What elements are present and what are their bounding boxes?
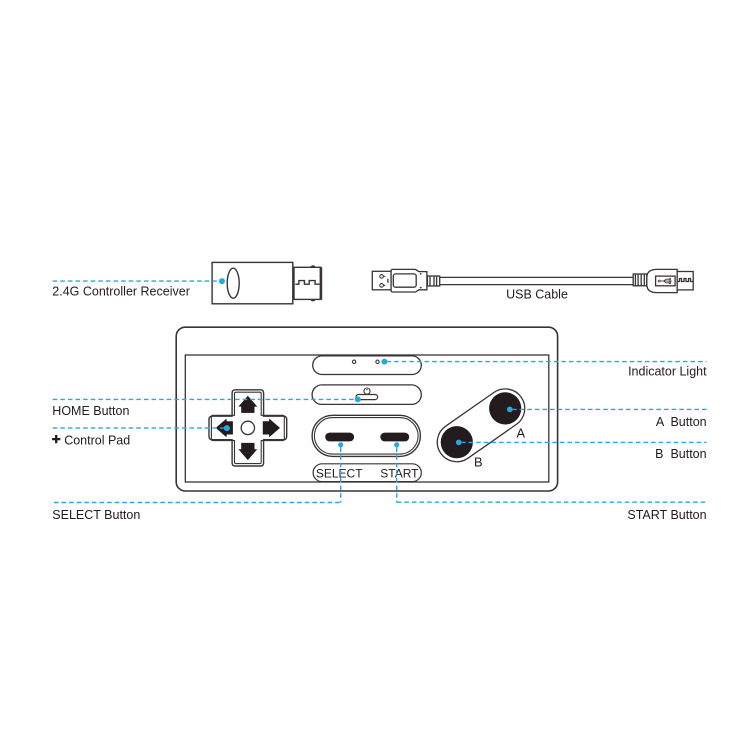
svg-text:A Button: A Button <box>656 415 707 429</box>
svg-text:B Button: B Button <box>655 447 706 461</box>
svg-text:Indicator Light: Indicator Light <box>628 364 707 378</box>
svg-text:HOME Button: HOME Button <box>52 404 129 418</box>
svg-text:Control Pad: Control Pad <box>64 433 130 447</box>
svg-text:SELECT: SELECT <box>316 467 363 481</box>
svg-text:START: START <box>380 467 419 481</box>
svg-text:2.4G Controller Receiver: 2.4G Controller Receiver <box>52 284 190 298</box>
svg-text:SELECT Button: SELECT Button <box>52 508 140 522</box>
svg-text:START Button: START Button <box>627 508 706 522</box>
svg-text:USB Cable: USB Cable <box>506 288 568 302</box>
svg-text:B: B <box>474 454 483 469</box>
svg-text:A: A <box>517 426 526 441</box>
